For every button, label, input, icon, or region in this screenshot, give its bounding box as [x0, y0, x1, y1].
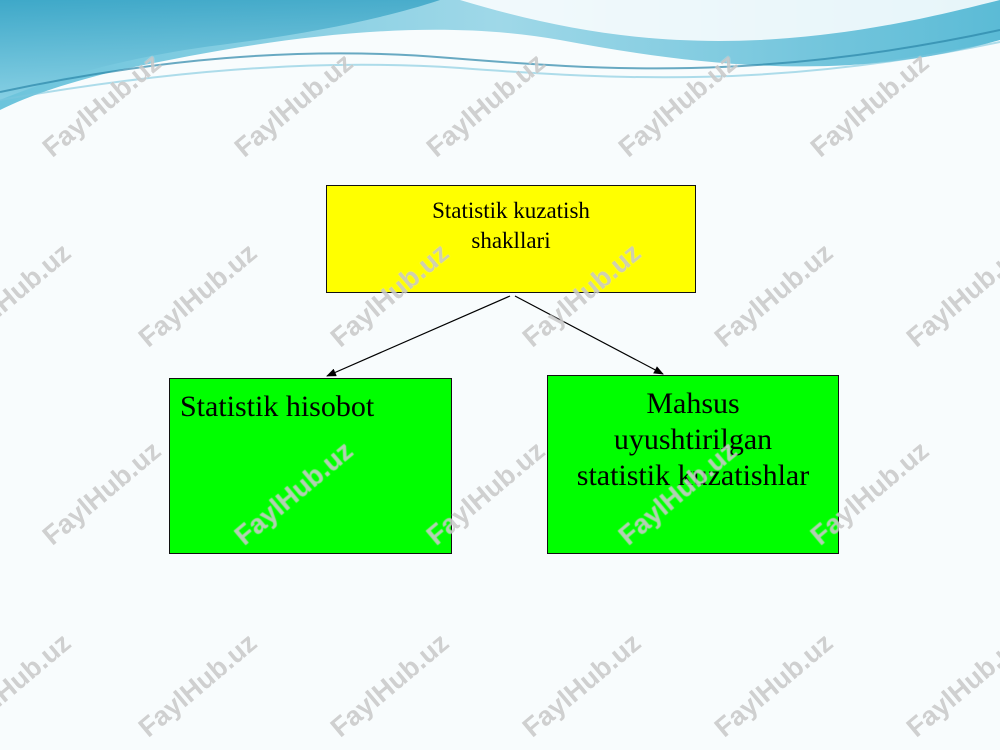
- arrow-to-right-box: [514, 295, 664, 375]
- root-node-label-line-2: shakllari: [471, 228, 551, 253]
- root-node-box: Statistik kuzatish shakllari: [326, 185, 696, 293]
- arrow-to-left-box: [326, 295, 511, 377]
- child-node-label-line-3: statistik kuzatishlar: [576, 459, 810, 492]
- child-node-label-line-1: Mahsus: [646, 387, 740, 420]
- child-node-label-line-2: uyushtirilgan: [613, 423, 773, 456]
- child-node-special-observations: Mahsus uyushtirilgan statistik kuzatishl…: [547, 375, 839, 554]
- child-node-statistical-report: Statistik hisobot: [169, 378, 452, 554]
- header-wave-decoration: [0, 0, 1000, 110]
- root-node-label-line-1: Statistik kuzatish: [432, 198, 590, 223]
- child-node-label: Statistik hisobot: [180, 390, 375, 423]
